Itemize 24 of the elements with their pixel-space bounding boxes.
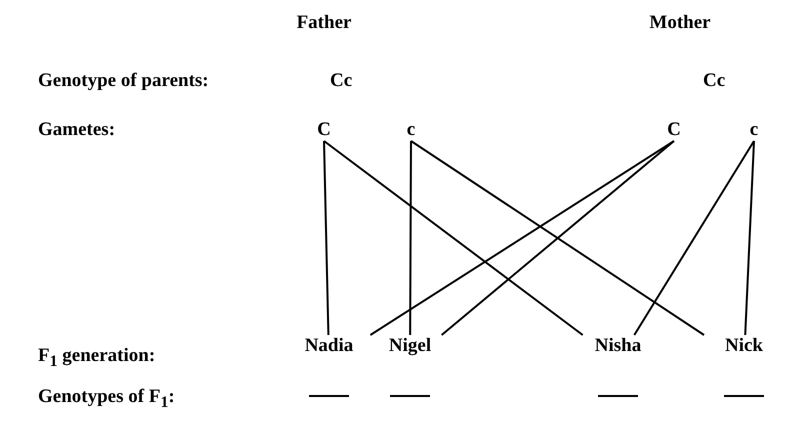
row-label: F$_{1}$ generation: (38, 345, 156, 372)
gamete-allele: c (748, 119, 760, 141)
row-label: Genotype of parents: (38, 70, 209, 92)
connecting-line (323, 140, 584, 336)
row-label: Gametes: (38, 119, 116, 141)
connecting-line (744, 140, 755, 336)
gamete-allele: C (315, 119, 333, 141)
connecting-line (370, 140, 675, 336)
connecting-line (410, 140, 705, 336)
offspring-name: Nadia (302, 335, 356, 357)
offspring-name: Nisha (592, 335, 644, 357)
genotype-text: Cc (703, 70, 726, 92)
column-heading: Father (296, 12, 352, 34)
connecting-line (441, 140, 675, 336)
connecting-line (323, 140, 330, 336)
genotype-text: Cc (330, 70, 352, 92)
gamete-allele: c (404, 119, 418, 141)
row-label: Genotypes of F$_{1}$: (38, 386, 175, 413)
connecting-line (633, 140, 755, 336)
offspring-name: Nigel (386, 335, 434, 357)
connecting-line (409, 141, 412, 335)
gamete-allele: C (665, 119, 683, 141)
column-heading: Mother (648, 12, 712, 34)
offspring-name: Nick (723, 335, 765, 357)
